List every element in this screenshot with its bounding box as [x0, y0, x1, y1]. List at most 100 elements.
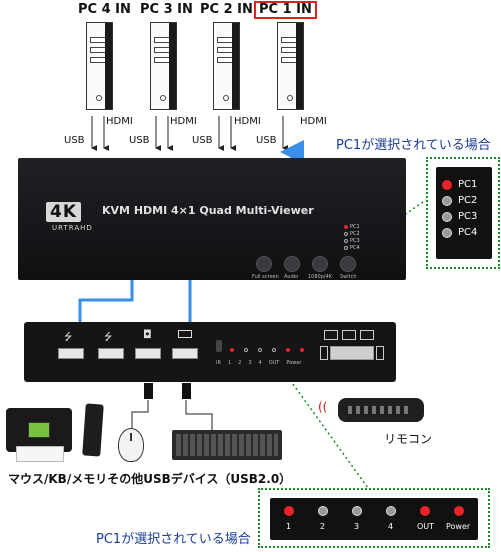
front-label-4: 4	[258, 360, 262, 366]
remote-label: リモコン	[384, 432, 433, 446]
bottom-light-3	[352, 506, 362, 516]
usb-memory-icon	[82, 403, 104, 457]
pc3-label: PC 3 IN	[140, 2, 193, 17]
fullscreen-button[interactable]	[256, 256, 272, 272]
mouse-cable	[131, 400, 149, 430]
bottom-light-1	[284, 506, 294, 516]
dip-switch[interactable]	[330, 346, 374, 360]
fullscreen-label: Full screen	[252, 274, 279, 280]
pc2-label: PC 2 IN	[200, 2, 253, 17]
pc4-label: PC 4 IN	[78, 2, 131, 17]
bottom-light-4	[386, 506, 396, 516]
bottom-label-power: Power	[446, 522, 471, 531]
pc1-usb-label: USB	[256, 135, 277, 146]
pc2-tower	[213, 22, 240, 110]
callout-top-row-pc3: PC3	[442, 211, 486, 222]
front-led-2	[244, 348, 248, 352]
bottom-label-2: 2	[320, 522, 326, 531]
aux-port-2[interactable]	[360, 330, 374, 340]
usb-port-keyboard[interactable]	[172, 348, 198, 359]
ir-signal-icon: ((	[318, 400, 328, 414]
pc2-hdmi-label: HDMI	[234, 116, 261, 127]
front-label-out: OUT	[268, 360, 280, 366]
pc2-usb-label: USB	[192, 135, 213, 146]
usb-port-mouse[interactable]	[135, 348, 161, 359]
printer-icon	[6, 408, 72, 462]
pc4-usb-label: USB	[64, 135, 85, 146]
dc-port[interactable]	[324, 330, 338, 340]
pc3-usb-label: USB	[129, 135, 150, 146]
led-pc3	[344, 239, 348, 243]
audio-label: Audio	[284, 274, 299, 280]
side-port-left	[320, 346, 328, 360]
leader-bottom	[289, 379, 369, 489]
peripherals-caption: マウス/KB/メモリその他USBデバイス（USB2.0）	[8, 472, 292, 486]
callout-top-panel: PC1 PC2 PC3 PC4	[436, 167, 492, 259]
mouse-symbol-icon: ◘	[143, 328, 152, 341]
pc1-tower	[277, 22, 304, 110]
bottom-label-3: 3	[354, 522, 360, 531]
callout-bottom: 1 2 3 4 OUT Power	[258, 488, 490, 548]
switch-button[interactable]	[340, 256, 356, 272]
bottom-label-4: 4	[388, 522, 394, 531]
pc1-hdmi-label: HDMI	[300, 116, 327, 127]
resolution-label: 1080p/4K	[308, 274, 333, 280]
front-led-4	[272, 348, 276, 352]
bottom-light-power	[454, 506, 464, 516]
front-led-1	[230, 348, 234, 352]
led-pc1	[344, 225, 348, 229]
resolution-button[interactable]	[312, 256, 328, 272]
side-port-right	[376, 346, 384, 360]
pc4-hdmi-label: HDMI	[106, 116, 133, 127]
bottom-label-out: OUT	[417, 522, 435, 531]
usb-symbol-2: ⭍	[104, 332, 113, 343]
front-label-1: 1	[227, 360, 232, 366]
keyboard-symbol-icon	[178, 330, 192, 338]
bottom-light-2	[318, 506, 328, 516]
logo-sub: URTRAHD	[52, 224, 93, 232]
switch-label: Switch	[340, 274, 357, 280]
printer-screen	[28, 422, 50, 438]
callout-bottom-panel: 1 2 3 4 OUT Power	[270, 498, 478, 540]
pc3-tower	[150, 22, 177, 110]
kvm-device-front: ⭍ ⭍ ◘ IR 1 2 3 4 OUT Power	[24, 322, 396, 382]
aux-port-1[interactable]	[342, 330, 356, 340]
pc4-tower	[86, 22, 113, 110]
led-label-pc3: PC3	[350, 238, 360, 244]
front-label-3: 3	[248, 360, 252, 366]
kvm-device-top: 4K URTRAHD KVM HDMI 4×1 Quad Multi-Viewe…	[18, 158, 406, 280]
mouse-icon	[118, 428, 144, 462]
audio-button[interactable]	[284, 256, 300, 272]
front-led-out	[286, 348, 290, 352]
printer-paper	[16, 446, 64, 462]
callout-top-row-pc2: PC2	[442, 195, 486, 206]
pc1-label-selected: PC 1 IN	[254, 1, 317, 19]
led-label-pc2: PC2	[350, 231, 360, 237]
callout-bottom-lights	[284, 506, 464, 516]
pc3-hdmi-label: HDMI	[170, 116, 197, 127]
led-label-pc4: PC4	[350, 245, 360, 251]
front-led-group	[230, 348, 304, 352]
led-pc4	[344, 246, 348, 250]
top-led-group: PC1 PC2 PC3 PC4	[344, 224, 360, 251]
callout-top-row-pc4: PC4	[442, 227, 486, 238]
callout-top: PC1 PC2 PC3 PC4	[426, 157, 500, 269]
ir-window	[216, 340, 222, 352]
front-label-ir: IR	[216, 360, 221, 366]
logo-4k: 4K	[46, 202, 82, 222]
mouse-usb-plug	[144, 383, 153, 399]
usb-port-1[interactable]	[58, 348, 84, 359]
usb-port-2[interactable]	[98, 348, 124, 359]
callout-top-row-pc1: PC1	[442, 179, 486, 190]
remote-icon	[338, 398, 424, 422]
front-led-labels: IR 1 2 3 4 OUT Power	[216, 360, 301, 366]
front-label-2: 2	[238, 360, 242, 366]
bottom-light-out	[420, 506, 430, 516]
front-label-power: Power	[286, 360, 302, 366]
front-led-3	[258, 348, 262, 352]
callout-bottom-note: PC1が選択されている場合	[96, 532, 251, 547]
led-label-pc1: PC1	[350, 224, 360, 230]
usb-symbol-1: ⭍	[64, 332, 73, 343]
keyboard-cable	[185, 400, 213, 432]
keyboard-icon	[172, 430, 282, 460]
